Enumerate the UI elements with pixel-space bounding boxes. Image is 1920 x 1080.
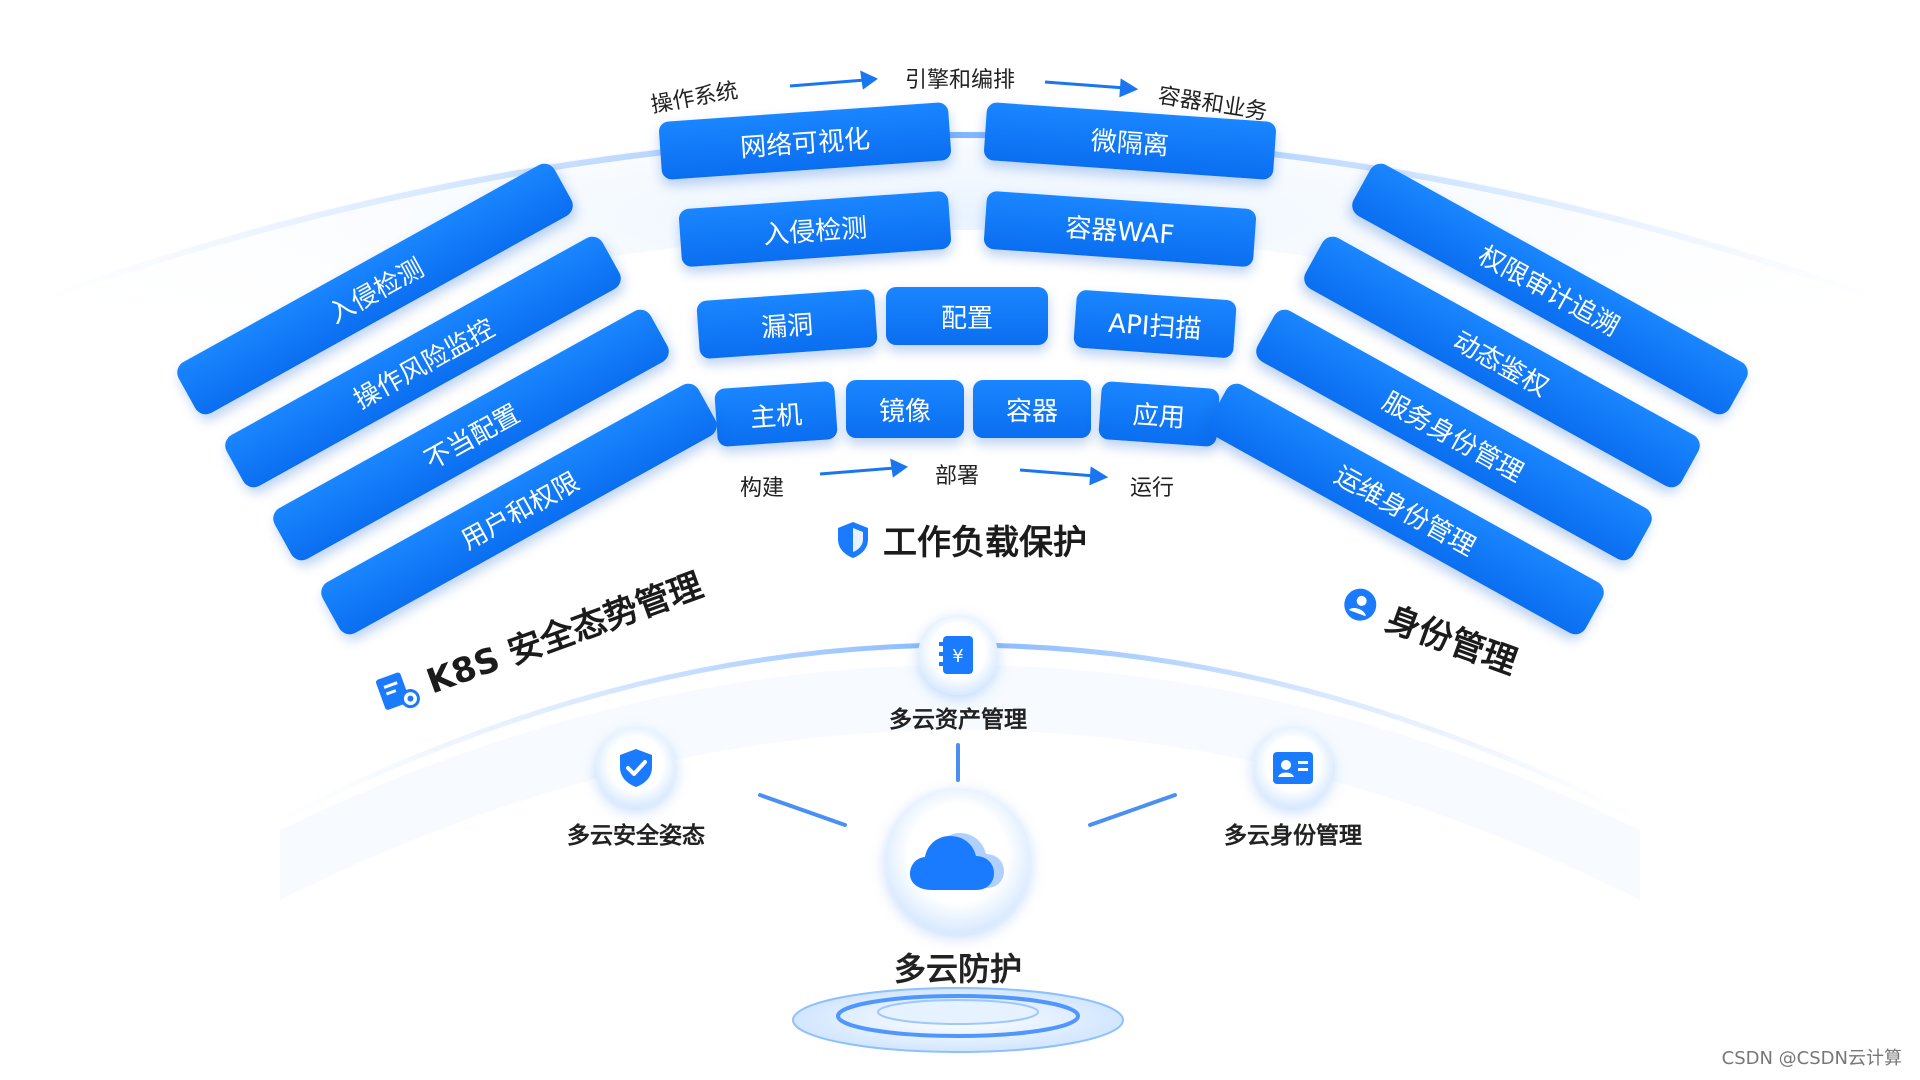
outer-band bbox=[30, 130, 1890, 420]
cloud-icon bbox=[910, 828, 1006, 894]
watermark: CSDN @CSDN云计算 bbox=[1722, 1044, 1902, 1070]
asset-node: ¥ bbox=[918, 615, 998, 695]
identity-node bbox=[1253, 728, 1333, 808]
center-cloud-node bbox=[885, 788, 1031, 934]
pill-container: 容器 bbox=[973, 380, 1091, 438]
pill-configuration: 配置 bbox=[886, 287, 1048, 345]
workload-title: 工作负载保护 bbox=[835, 515, 1087, 564]
identity-cloud-label: 多云身份管理 bbox=[1224, 816, 1362, 850]
svg-text:¥: ¥ bbox=[952, 646, 963, 667]
id-card-icon bbox=[1271, 750, 1315, 786]
workload-title-text: 工作负载保护 bbox=[883, 515, 1087, 564]
pill-host: 主机 bbox=[714, 381, 838, 447]
flow-engine: 引擎和编排 bbox=[905, 62, 1015, 94]
pill-vulnerability: 漏洞 bbox=[696, 289, 878, 359]
shield-check-icon bbox=[616, 747, 656, 789]
posture-node bbox=[596, 728, 676, 808]
flow-build: 构建 bbox=[740, 470, 784, 502]
pill-application: 应用 bbox=[1098, 381, 1220, 447]
shield-icon bbox=[835, 520, 871, 560]
flow-deploy: 部署 bbox=[935, 458, 979, 490]
posture-label: 多云安全姿态 bbox=[567, 816, 705, 850]
base-rings bbox=[793, 988, 1123, 1052]
pill-image: 镜像 bbox=[846, 380, 964, 438]
center-label: 多云防护 bbox=[894, 944, 1022, 990]
ledger-icon: ¥ bbox=[937, 633, 979, 677]
asset-label: 多云资产管理 bbox=[889, 700, 1027, 734]
flow-run: 运行 bbox=[1130, 470, 1174, 502]
pill-api-scan: API扫描 bbox=[1073, 289, 1237, 358]
